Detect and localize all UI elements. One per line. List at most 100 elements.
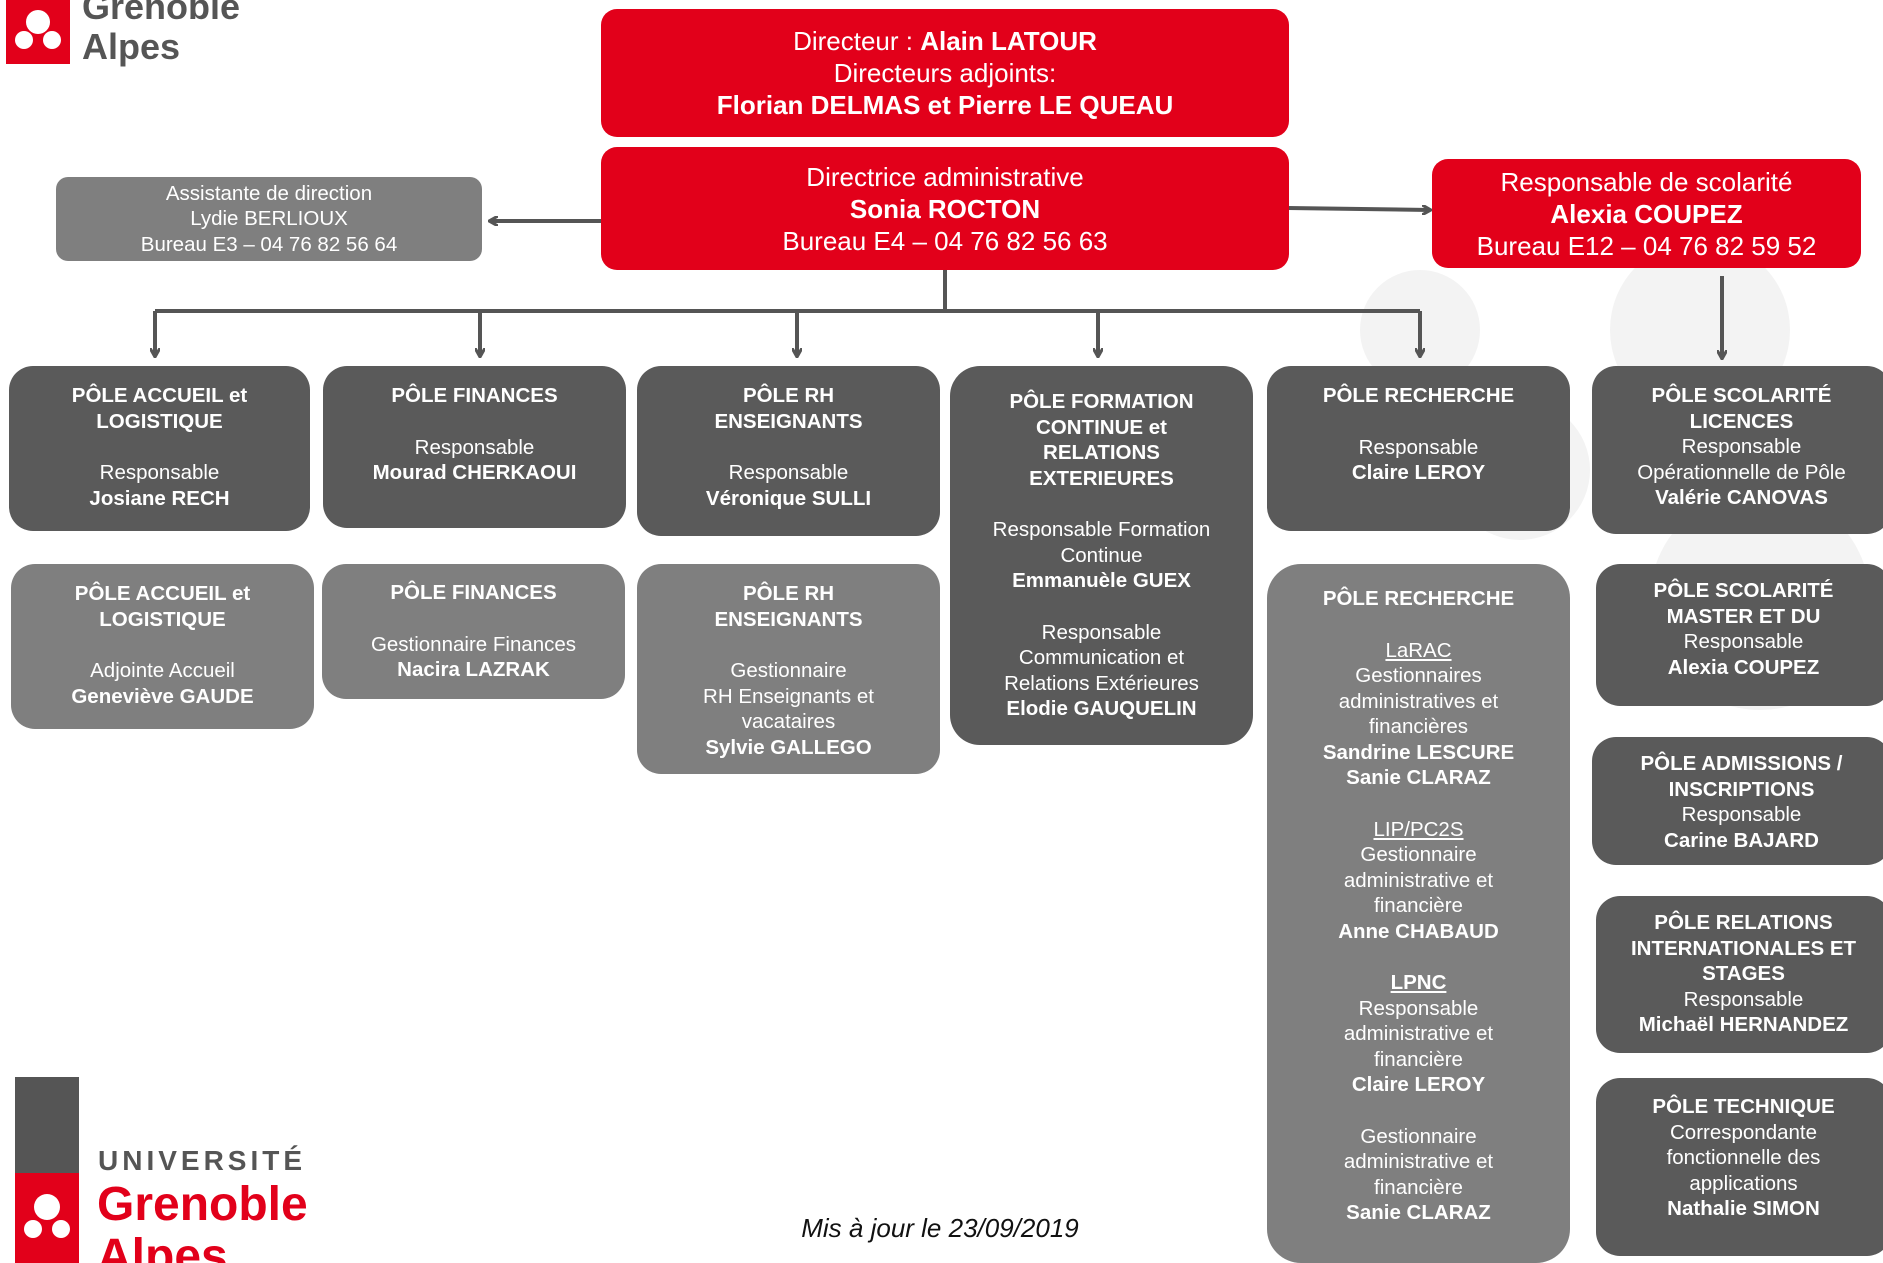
scolarite-head-name: Alexia COUPEZ (1550, 198, 1743, 229)
pole-role: administrative et (1343, 1150, 1494, 1173)
pole-title: LOGISTIQUE (96, 409, 223, 433)
lab-name-lpnc: LPNC (1390, 971, 1447, 994)
director-label: Directeur : (793, 26, 921, 56)
logo-text-alpes: Alpes (82, 26, 181, 67)
pole-title: PÔLE RECHERCHE (1322, 384, 1515, 407)
pole-title: MASTER ET DU (1666, 604, 1821, 628)
director-box: Directeur : Alain LATOUR Directeurs adjo… (601, 9, 1289, 137)
pole-title: LOGISTIQUE (99, 607, 226, 631)
pole-title: EXTERIEURES (1029, 466, 1174, 490)
pole-role: financière (1374, 1047, 1463, 1071)
pole-title: PÔLE RH (742, 582, 835, 605)
pole-scolarite-master-box: PÔLE SCOLARITÉ MASTER ET DU Responsable … (1596, 564, 1883, 706)
logo-emblem-icon (6, 0, 70, 64)
pole-person: Nathalie SIMON (1667, 1197, 1820, 1220)
pole-person: Sanie CLARAZ (1346, 1201, 1491, 1224)
pole-title: RELATIONS (1043, 441, 1160, 464)
pole-title: PÔLE FINANCES (391, 384, 558, 407)
pole-person: Elodie GAUQUELIN (1006, 697, 1197, 720)
pole-role: Adjointe Accueil (90, 659, 235, 682)
university-logo-bottom: UNIVERSITÉ Grenoble Alpes (15, 1077, 333, 1263)
admin-director-office: Bureau E4 – 04 76 82 56 63 (782, 225, 1108, 256)
pole-title: INTERNATIONALES ET (1630, 936, 1857, 960)
pole-accueil-adjoint-box: PÔLE ACCUEIL et LOGISTIQUE Adjointe Accu… (11, 564, 314, 729)
pole-title: PÔLE RECHERCHE (1322, 587, 1515, 610)
assistant-box: Assistante de direction Lydie BERLIOUX B… (56, 177, 482, 261)
pole-title: PÔLE ADMISSIONS / (1640, 752, 1843, 775)
scolarite-head-box: Responsable de scolarité Alexia COUPEZ B… (1432, 159, 1861, 268)
pole-title: PÔLE FORMATION (1009, 390, 1194, 413)
pole-person: Claire LEROY (1351, 461, 1486, 484)
pole-role: financière (1374, 894, 1463, 917)
update-date: Mis à jour le 23/09/2019 (801, 1213, 1079, 1243)
pole-role: Responsable (1683, 987, 1804, 1011)
pole-person: Anne CHABAUD (1338, 919, 1499, 943)
pole-person: Josiane RECH (89, 486, 230, 510)
pole-role: Responsable (1681, 435, 1802, 458)
pole-recherche-labs-box: PÔLE RECHERCHE LaRAC Gestionnaires admin… (1267, 564, 1570, 1263)
pole-role: Responsable Formation (992, 518, 1211, 541)
scolarite-head-office: Bureau E12 – 04 76 82 59 52 (1476, 230, 1817, 261)
logo-text-grenoble: Grenoble (97, 1178, 308, 1231)
assistant-office: Bureau E3 – 04 76 82 56 64 (140, 232, 398, 256)
pole-title: PÔLE FINANCES (390, 581, 557, 604)
pole-relations-internationales-box: PÔLE RELATIONS INTERNATIONALES ET STAGES… (1596, 896, 1883, 1053)
pole-title: INSCRIPTIONS (1668, 777, 1815, 801)
pole-scolarite-licences-box: PÔLE SCOLARITÉ LICENCES Responsable Opér… (1592, 366, 1883, 534)
pole-role: Responsable (1041, 620, 1162, 644)
pole-title: PÔLE ACCUEIL et (74, 582, 251, 605)
pole-title: PÔLE RELATIONS (1654, 911, 1833, 934)
pole-title: STAGES (1702, 962, 1785, 985)
pole-formation-box: PÔLE FORMATION CONTINUE et RELATIONS EXT… (950, 366, 1253, 745)
pole-role: financière (1374, 1175, 1463, 1199)
pole-recherche-box: PÔLE RECHERCHE Responsable Claire LEROY (1267, 366, 1570, 531)
pole-role: administratives et (1338, 689, 1499, 713)
pole-role: Responsable (1358, 435, 1479, 459)
pole-person: Michaël HERNANDEZ (1638, 1013, 1849, 1036)
deputies-label: Directeurs adjoints: (833, 58, 1057, 88)
pole-person: Carine BAJARD (1664, 828, 1819, 852)
logo-grey-bar (15, 1077, 79, 1173)
lab-name-lip: LIP/PC2S (1373, 817, 1464, 841)
pole-role: Gestionnaire (1360, 843, 1477, 866)
pole-person: Sylvie GALLEGO (705, 735, 872, 759)
pole-role: Gestionnaire (730, 659, 847, 682)
logo-text-grenoble: Grenoble (82, 0, 241, 27)
pole-role: Responsable (1358, 996, 1479, 1020)
pole-role: administrative et (1343, 1022, 1494, 1045)
pole-role: Gestionnaire (1360, 1124, 1477, 1148)
pole-title: ENSEIGNANTS (714, 409, 863, 433)
scolarite-head-title: Responsable de scolarité (1500, 166, 1793, 197)
pole-role: RH Enseignants et (703, 684, 874, 708)
pole-title: LICENCES (1689, 409, 1794, 433)
logo-emblem-icon (15, 1173, 79, 1263)
pole-role: Gestionnaire Finances (370, 632, 577, 656)
assistant-name: Lydie BERLIOUX (190, 207, 348, 231)
pole-person: Valérie CANOVAS (1655, 486, 1828, 509)
director-name: Alain LATOUR (920, 26, 1097, 56)
pole-title: PÔLE SCOLARITÉ (1653, 579, 1834, 602)
pole-role: vacataires (741, 710, 836, 733)
pole-person: Claire LEROY (1351, 1073, 1486, 1096)
pole-title: PÔLE ACCUEIL et (71, 384, 248, 407)
lab-name-larac: LaRAC (1385, 638, 1452, 662)
pole-rh-box: PÔLE RH ENSEIGNANTS Responsable Véroniqu… (637, 366, 940, 536)
pole-person: Véronique SULLI (705, 486, 872, 510)
pole-person: Sanie CLARAZ (1346, 766, 1491, 789)
pole-accueil-box: PÔLE ACCUEIL et LOGISTIQUE Responsable J… (9, 366, 310, 531)
deputies-names: Florian DELMAS et Pierre LE QUEAU (716, 90, 1174, 120)
pole-role: Responsable (1681, 803, 1802, 826)
pole-rh-gestion-box: PÔLE RH ENSEIGNANTS Gestionnaire RH Ense… (637, 564, 940, 774)
pole-person: Emmanuèle GUEX (1012, 569, 1191, 592)
admin-director-name: Sonia ROCTON (849, 193, 1041, 224)
pole-person: Geneviève GAUDE (71, 684, 254, 708)
pole-role: Responsable (1683, 630, 1804, 653)
pole-title: ENSEIGNANTS (714, 607, 863, 631)
pole-title: PÔLE SCOLARITÉ (1651, 384, 1832, 407)
pole-role: Continue (1060, 543, 1143, 567)
pole-person: Mourad CHERKAOUI (372, 461, 577, 484)
logo-text-alpes: Alpes (97, 1230, 228, 1263)
pole-role: administrative et (1343, 868, 1494, 892)
pole-role: Opérationnelle de Pôle (1637, 460, 1846, 484)
